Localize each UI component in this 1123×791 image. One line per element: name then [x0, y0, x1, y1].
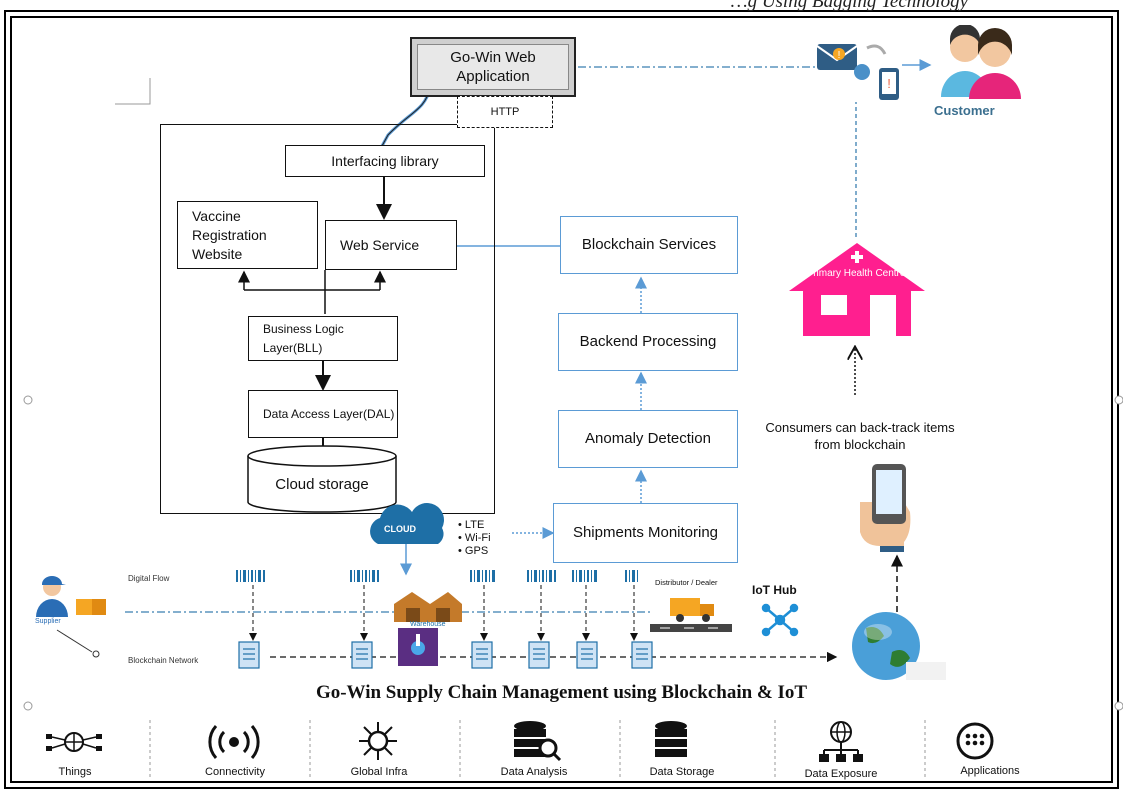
backend-processing-box: Backend Processing	[558, 313, 738, 371]
lte-label: LTE	[464, 519, 485, 531]
customer-label: Customer	[934, 103, 995, 118]
wifi-label: Wi-Fi	[464, 532, 491, 544]
things-label: Things	[58, 766, 92, 778]
hub-network-icon	[359, 722, 397, 760]
data-storage-label: Data Storage	[649, 766, 715, 778]
iot-hub-icon	[761, 603, 799, 637]
data-analysis-label: Data Analysis	[500, 766, 568, 778]
app-grid-icon	[956, 722, 994, 760]
digital-flow-label: Digital Flow	[128, 574, 170, 583]
iot-hub-label: IoT Hub	[752, 583, 797, 597]
cloud-storage-label: Cloud storage	[275, 476, 369, 493]
health-centre-icon	[789, 243, 925, 336]
interfacing-library-box: Interfacing library	[285, 145, 485, 177]
message-alert-icon: ! !	[816, 44, 899, 100]
customer-icon	[941, 25, 1021, 99]
truck-icon	[650, 598, 732, 632]
health-centre-label: Primary Health Centre	[806, 268, 906, 279]
top-caption: …g Using Bagging Technology	[730, 0, 968, 12]
blockchain-services-box: Blockchain Services	[560, 216, 738, 274]
iot-sensor-icon	[398, 628, 438, 666]
dal-box: Data Access Layer(DAL)	[248, 390, 398, 438]
consumers-text: Consumers can back-track items from bloc…	[765, 420, 955, 452]
globe-tree-icon	[819, 721, 863, 762]
database-search-icon	[514, 721, 562, 762]
architecture-frame	[160, 124, 495, 514]
svg-text:!: !	[887, 76, 891, 91]
network-nodes-icon	[46, 732, 102, 752]
barcode-icon	[236, 570, 265, 582]
svg-text:!: !	[838, 50, 841, 61]
gps-label: GPS	[464, 545, 489, 557]
applications-label: Applications	[960, 765, 1020, 777]
connectivity-list: • LTE • Wi-Fi • GPS	[458, 519, 491, 557]
supplier-icon	[36, 576, 106, 617]
distributor-label: Distributor / Dealer	[655, 578, 718, 587]
global-infra-label: Global Infra	[350, 766, 408, 778]
shipments-monitoring-box: Shipments Monitoring	[553, 503, 738, 563]
data-exposure-label: Data Exposure	[804, 768, 878, 780]
connectivity-label: Connectivity	[205, 766, 265, 778]
cloud-label: CLOUD	[384, 524, 416, 534]
cloud-icon	[370, 503, 444, 544]
warehouse-icon	[394, 592, 462, 622]
globe-icon	[852, 612, 946, 680]
http-box: HTTP	[457, 96, 553, 128]
hand-phone-icon	[860, 464, 911, 552]
blockchain-network-label: Blockchain Network	[128, 656, 199, 665]
web-service-box: Web Service	[325, 220, 457, 270]
warehouse-label: Warehouse	[410, 621, 446, 628]
diagram-title: Go-Win Supply Chain Management using Blo…	[315, 682, 808, 703]
inner-frame	[10, 16, 1113, 783]
anomaly-detection-box: Anomaly Detection	[558, 410, 738, 468]
wireless-signal-icon	[208, 725, 260, 759]
vaccine-registration-box: Vaccine Registration Website	[177, 201, 318, 269]
supplier-label: Supplier	[35, 618, 61, 625]
web-application-box: Go-Win Web Application	[410, 37, 576, 97]
database-icon	[655, 721, 687, 757]
cloud-storage-cylinder	[247, 445, 397, 513]
bll-box: Business Logic Layer(BLL)	[248, 316, 398, 361]
